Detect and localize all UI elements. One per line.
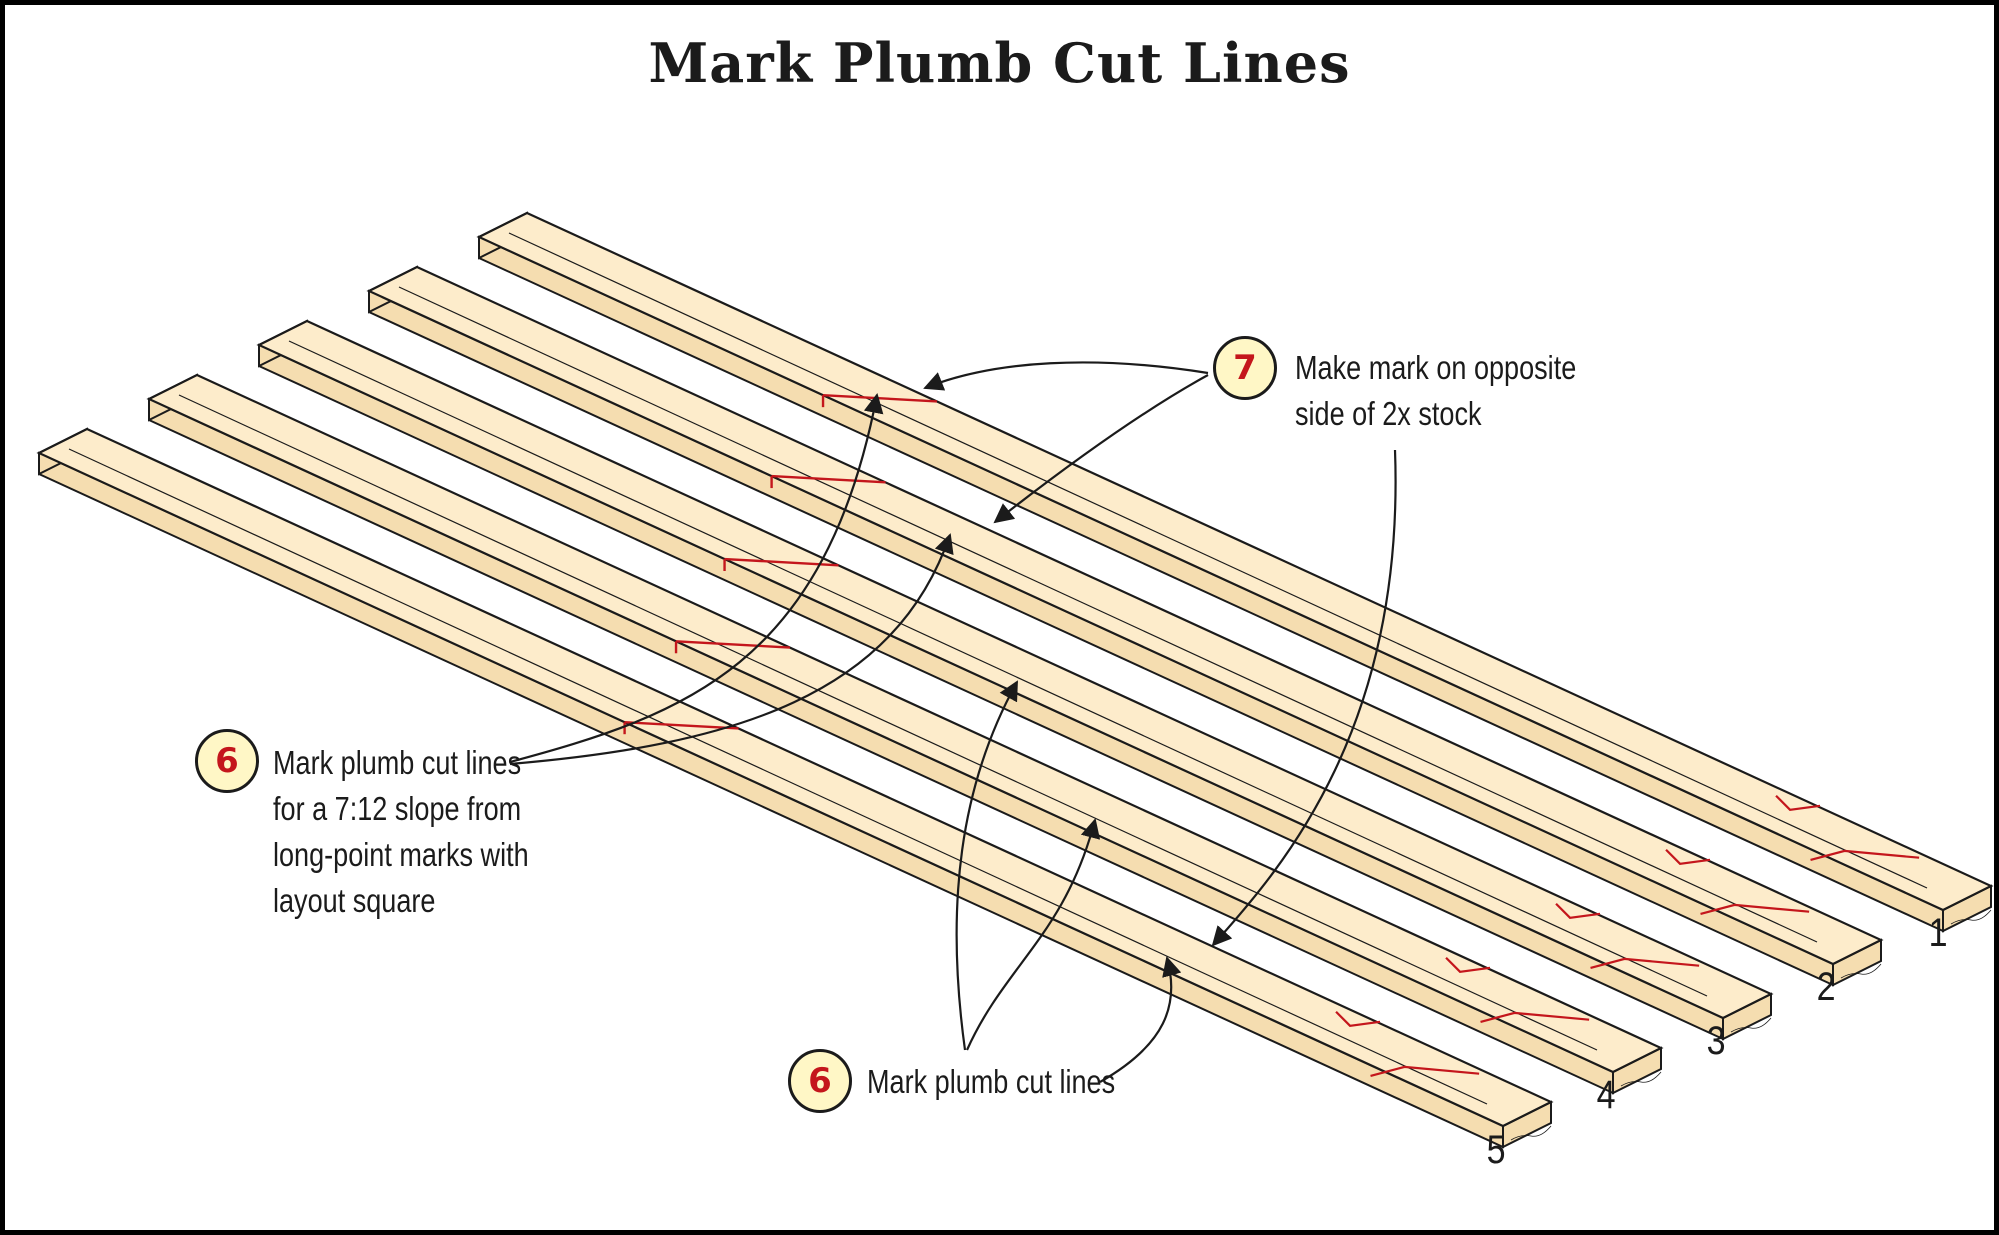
leader-step6b-to-board3: [955, 680, 1018, 1051]
step-7-line: side of 2x stock: [1295, 395, 1482, 432]
step-6-line: long-point marks with: [273, 836, 529, 873]
board-3: [256, 319, 1774, 1041]
step-6-bottom-line: Mark plumb cut lines: [867, 1063, 1116, 1100]
board-5: [36, 427, 1554, 1149]
step-6-line: layout square: [273, 882, 436, 919]
step-7-text: Make mark on opposite side of 2x stock: [1295, 345, 1576, 437]
leader-step6-to-board2: [509, 533, 954, 766]
heel-cut-mark: [1370, 1065, 1480, 1077]
step-6-bottom-text: Mark plumb cut lines: [867, 1059, 1115, 1105]
board-guide-line: [508, 232, 1928, 889]
board-2: [366, 265, 1884, 987]
board-1: [476, 211, 1994, 933]
leader-step6b-to-board5: [1099, 956, 1182, 1083]
board-guide-line: [178, 394, 1598, 1051]
board-front-edge: [478, 235, 1944, 933]
heel-cut-mark: [1590, 957, 1700, 969]
board-top-face: [366, 265, 1884, 966]
board-guide-line: [398, 286, 1818, 943]
board-label-1: 1: [1928, 911, 1948, 955]
boards-layer: [36, 211, 1994, 1149]
birdsmouth-mark: [1445, 957, 1491, 973]
birdsmouth-mark: [1555, 903, 1601, 919]
step-6-badge: 6: [195, 729, 259, 793]
leader-step7-to-board5: [1211, 449, 1397, 947]
board-top-face: [256, 319, 1774, 1020]
heel-cut-mark: [1700, 903, 1810, 915]
step-6-line: Mark plumb cut lines: [273, 744, 522, 781]
end-grain-texture: [1950, 909, 1992, 925]
end-grain-texture: [1510, 1125, 1552, 1141]
step-6-text: Mark plumb cut lines for a 7:12 slope fr…: [273, 740, 529, 924]
board-top-face: [476, 211, 1994, 912]
leader-lines: [509, 361, 1397, 1083]
step-7-line: Make mark on opposite: [1295, 349, 1577, 386]
diagram-title: Mark Plumb Cut Lines: [648, 31, 1351, 95]
heel-cut-mark: [1810, 849, 1920, 861]
board-label-5: 5: [1486, 1128, 1506, 1172]
leader-step7-to-board1: [923, 361, 1209, 391]
step-6-bottom-badge: 6: [788, 1049, 852, 1113]
birdsmouth-mark: [1775, 795, 1821, 811]
board-top-face: [146, 373, 1664, 1074]
board-guide-line: [288, 340, 1708, 997]
leader-step6b-to-board4: [965, 818, 1101, 1051]
heel-cut-mark: [1480, 1011, 1590, 1023]
board-label-2: 2: [1816, 965, 1836, 1009]
step-7-badge: 7: [1213, 336, 1277, 400]
board-top-face: [36, 427, 1554, 1128]
end-grain-texture: [1840, 963, 1882, 979]
board-front-edge: [368, 289, 1834, 987]
plumb-cut-mark: [624, 721, 739, 730]
birdsmouth-mark: [1665, 849, 1711, 865]
board-4: [146, 373, 1664, 1095]
leader-step6-to-board1: [509, 393, 884, 764]
boards-illustration: [36, 211, 1994, 1149]
board-label-4: 4: [1596, 1073, 1616, 1117]
plumb-cut-mark: [771, 474, 886, 484]
end-grain-texture: [1730, 1017, 1772, 1033]
leader-step7-to-board2: [993, 374, 1209, 524]
birdsmouth-mark: [1335, 1011, 1381, 1027]
plumb-cut-mark: [675, 640, 790, 649]
board-label-3: 3: [1706, 1019, 1726, 1063]
end-grain-texture: [1620, 1071, 1662, 1087]
step-6-line: for a 7:12 slope from: [273, 790, 522, 827]
board-guide-line: [68, 448, 1488, 1105]
